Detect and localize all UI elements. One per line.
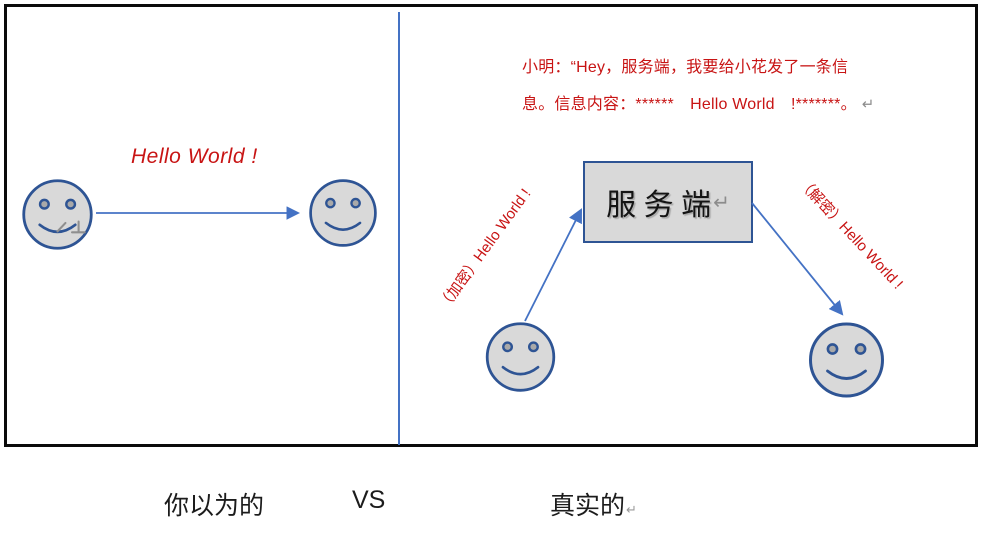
return-mark-icon: ↵: [861, 96, 875, 113]
dialog-line-2: 息。信息内容：****** Hello World !*******。↵: [522, 96, 875, 113]
arrow-down-from-server-icon: [751, 202, 844, 316]
server-box: 服 务 端 ↵: [583, 161, 753, 243]
caption-real: 真实的↵: [550, 492, 637, 520]
caption-assumed: 你以为的: [164, 492, 265, 520]
dialog-text: 小明：“Hey，服务端，我要给小花发了一条信 息。信息内容：****** Hel…: [522, 49, 882, 123]
smiley-receiver-icon: [309, 179, 377, 247]
server-label: 服 务 端: [606, 189, 712, 222]
panel-divider-line: [398, 12, 400, 445]
dialog-line-1: 小明：“Hey，服务端，我要给小花发了一条信: [522, 59, 849, 76]
arrow-up-to-server-icon: [524, 208, 582, 322]
arrow-right-icon: [96, 206, 301, 220]
return-mark-icon: ↵: [713, 191, 730, 214]
smiley-sender-icon: [22, 179, 93, 250]
caption-vs: VS: [352, 486, 386, 514]
return-mark-icon: ↵: [626, 502, 637, 517]
smiley-real-receiver-icon: [809, 322, 884, 398]
plain-message-label: Hello World !: [131, 145, 258, 168]
smiley-real-sender-icon: [485, 322, 556, 392]
